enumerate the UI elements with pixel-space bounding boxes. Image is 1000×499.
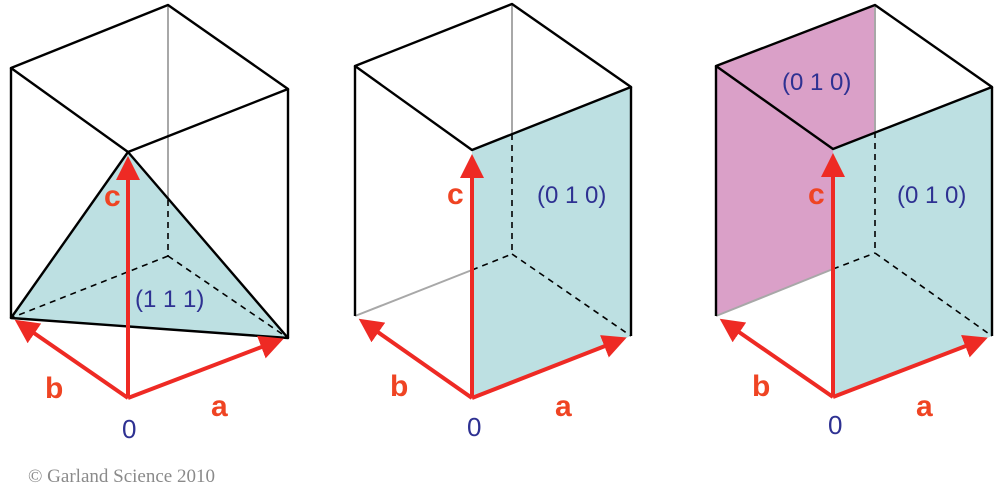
- hidden-edge-dashed: [874, 252, 993, 337]
- unit-cell-panel-2: c b a 0 (0 1 0): [353, 2, 633, 442]
- axis-label-a: a: [555, 390, 572, 423]
- vector-a: [471, 335, 627, 400]
- top-face: [353, 2, 633, 152]
- hidden-edge-dashed: [471, 253, 513, 271]
- axis-label-a: a: [916, 390, 933, 423]
- vector-a: [832, 334, 988, 399]
- origin-label: 0: [828, 410, 842, 440]
- hidden-edge: [354, 269, 473, 317]
- axis-label-c: c: [104, 180, 121, 213]
- plane-111-edges: [9, 151, 290, 340]
- vector-b: [358, 318, 474, 400]
- hidden-edge: [715, 268, 834, 317]
- plane-010-blue: [472, 87, 631, 398]
- unit-cell-panel-3: c b a 0 (0 1 0) (0 1 0): [714, 3, 994, 440]
- axis-label-a: a: [211, 390, 228, 423]
- hidden-edge-dashed: [167, 255, 289, 339]
- miller-index-label-blue: (0 1 0): [897, 182, 966, 209]
- axis-label-b: b: [752, 370, 770, 403]
- axis-label-c: c: [447, 178, 464, 211]
- miller-index-label-pink: (0 1 0): [782, 69, 851, 96]
- copyright-notice: © Garland Science 2010: [28, 466, 215, 487]
- origin-label: 0: [467, 412, 481, 442]
- vector-a: [127, 335, 284, 400]
- vector-b: [719, 318, 835, 399]
- miller-index-label: (1 1 1): [135, 286, 204, 313]
- top-face: [714, 3, 994, 151]
- plane-010-blue: [833, 87, 992, 397]
- axis-label-b: b: [45, 372, 63, 405]
- miller-index-label: (0 1 0): [537, 182, 606, 209]
- top-face: [9, 3, 290, 154]
- axis-label-b: b: [390, 370, 408, 403]
- origin-label: 0: [122, 414, 136, 444]
- axis-label-c: c: [808, 178, 825, 211]
- hidden-edge-dashed: [832, 252, 876, 270]
- plane-111: [11, 152, 288, 338]
- hidden-edge-dashed: [511, 253, 632, 337]
- unit-cell-panel-1: c b a 0 (1 1 1): [9, 3, 290, 444]
- vector-b: [14, 319, 130, 400]
